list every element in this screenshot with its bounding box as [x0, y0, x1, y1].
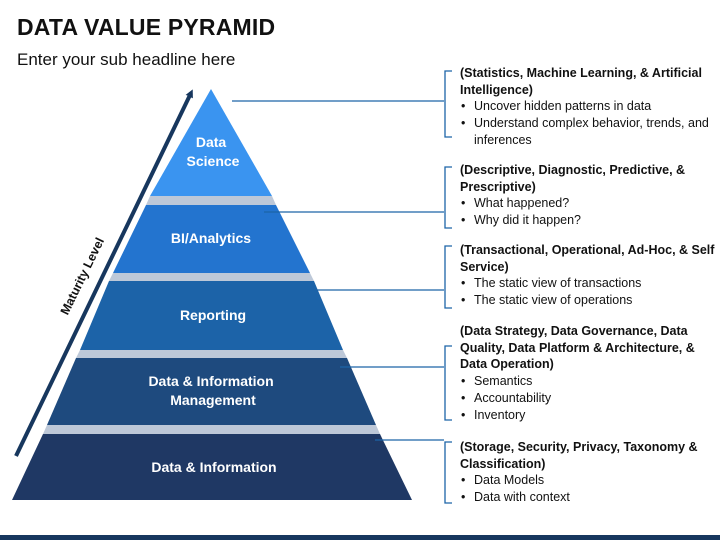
- pyramid-level-reporting-shadow: [109, 273, 314, 281]
- bullet-item: Uncover hidden patterns in data: [460, 98, 720, 115]
- level-label-data-info-management-line1: Data & Information: [148, 373, 273, 389]
- svg-text:Data Science: Data Science: [187, 134, 240, 169]
- bullet-item: The static view of transactions: [460, 275, 720, 292]
- pyramid-level-data-info-management: [47, 358, 376, 425]
- bullet-list: The static view of transactions The stat…: [460, 275, 720, 308]
- level-label-reporting: Reporting: [180, 307, 246, 323]
- bullet-item: Accountability: [460, 390, 720, 407]
- svg-text:BI/Analytics: BI/Analytics: [171, 230, 251, 246]
- bullet-item: Data with context: [460, 489, 720, 506]
- bracket-bi-analytics: [444, 166, 452, 229]
- description-heading: (Descriptive, Diagnostic, Predictive, & …: [460, 163, 686, 194]
- description-heading: (Storage, Security, Privacy, Taxonomy & …: [460, 440, 698, 471]
- description-data-science: (Statistics, Machine Learning, & Artific…: [460, 65, 720, 149]
- page-subtitle: Enter your sub headline here: [17, 50, 236, 69]
- bullet-item: The static view of operations: [460, 292, 720, 309]
- level-label-data-science-line1: Data: [196, 134, 227, 150]
- pyramid-level-data-science: [150, 89, 272, 196]
- bullet-item: Semantics: [460, 373, 720, 390]
- description-data-info-management: (Data Strategy, Data Governance, Data Qu…: [460, 323, 720, 423]
- description-data-information: (Storage, Security, Privacy, Taxonomy & …: [460, 439, 720, 506]
- pyramid-level-data-information: [12, 434, 412, 500]
- description-heading: (Statistics, Machine Learning, & Artific…: [460, 66, 702, 97]
- bullet-item: Why did it happen?: [460, 212, 720, 229]
- bullet-item: Data Models: [460, 472, 720, 489]
- svg-text:Data & Information Managem: Data & Information Management: [148, 373, 277, 408]
- description-bi-analytics: (Descriptive, Diagnostic, Predictive, & …: [460, 162, 720, 229]
- bullet-item: Understand complex behavior, trends, and…: [460, 115, 720, 148]
- level-label-data-information: Data & Information: [151, 459, 276, 475]
- bracket-data-science: [444, 70, 452, 138]
- bullet-list: Data Models Data with context: [460, 472, 720, 505]
- bracket-reporting: [444, 245, 452, 309]
- pyramid-level-bi-analytics: [113, 205, 310, 273]
- description-heading: (Transactional, Operational, Ad-Hoc, & S…: [460, 243, 715, 274]
- bullet-list: Semantics Accountability Inventory: [460, 373, 720, 423]
- bottom-accent-bar: [0, 535, 720, 540]
- level-label-data-info-management-line2: Management: [170, 392, 256, 408]
- level-label-data-science-line2: Science: [187, 153, 240, 169]
- bullet-item: Inventory: [460, 407, 720, 424]
- bracket-data-information: [444, 441, 452, 504]
- svg-text:Data & Information: Data & Information: [151, 459, 276, 475]
- bullet-list: Uncover hidden patterns in data Understa…: [460, 98, 720, 148]
- level-label-bi-analytics: BI/Analytics: [171, 230, 251, 246]
- bracket-data-info-management: [444, 345, 452, 421]
- pyramid-level-data-info-management-shadow: [76, 350, 347, 358]
- svg-text:Reporting: Reporting: [180, 307, 246, 323]
- description-heading: (Data Strategy, Data Governance, Data Qu…: [460, 324, 695, 372]
- description-reporting: (Transactional, Operational, Ad-Hoc, & S…: [460, 242, 720, 309]
- pyramid-level-bi-analytics-shadow: [146, 196, 276, 205]
- pyramid-level-reporting: [80, 281, 343, 350]
- page-title: DATA VALUE PYRAMID: [17, 14, 276, 40]
- pyramid-level-data-information-shadow: [43, 425, 380, 434]
- bullet-item: What happened?: [460, 195, 720, 212]
- maturity-arrow: [14, 89, 193, 457]
- bullet-list: What happened? Why did it happen?: [460, 195, 720, 228]
